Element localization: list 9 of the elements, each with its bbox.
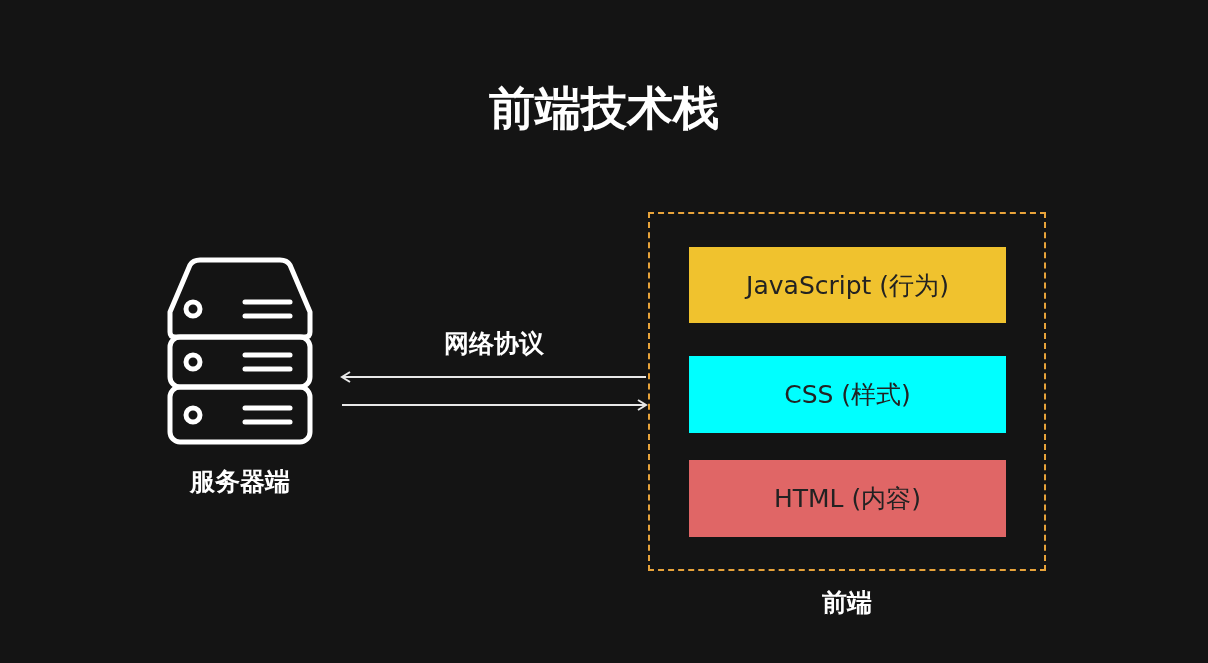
title: 前端技术栈 (488, 80, 720, 137)
layer-box: CSS (样式) (689, 356, 1006, 433)
frame-label: 前端 (821, 587, 873, 619)
layer-box: HTML (内容) (689, 460, 1006, 537)
server-label: 服务器端 (188, 466, 291, 498)
arrow (341, 399, 647, 411)
arrow (341, 371, 647, 383)
layer-box: JavaScript (行为) (689, 247, 1006, 323)
edge-label: 网络协议 (443, 328, 545, 360)
